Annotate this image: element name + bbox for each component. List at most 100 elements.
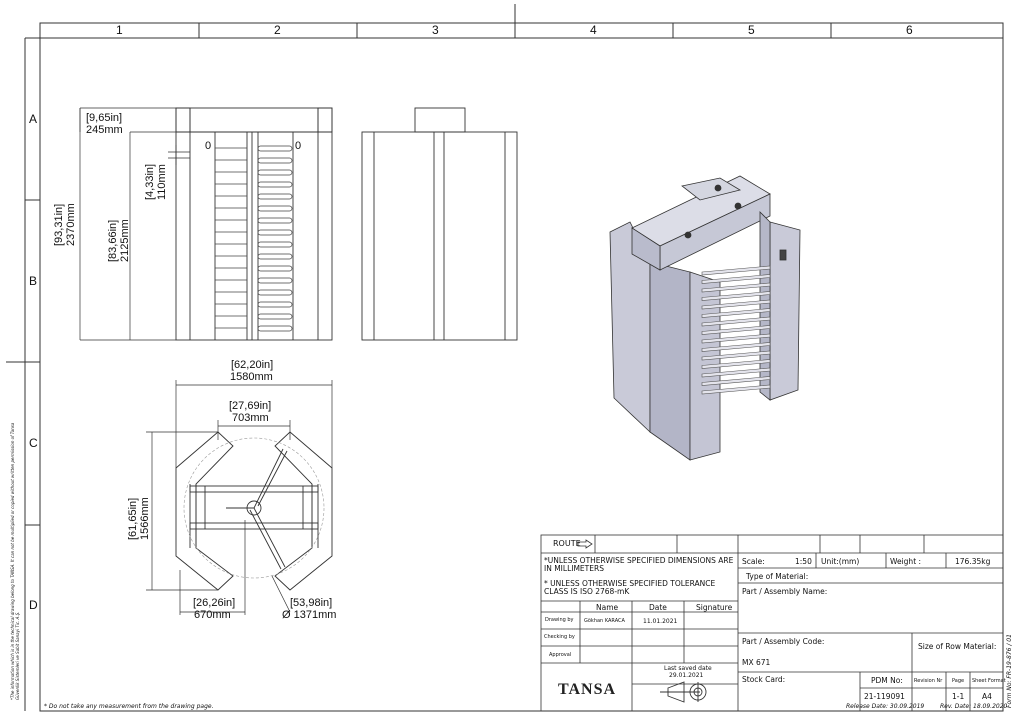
title-block-grid	[540, 534, 1004, 712]
front-arm-bar	[257, 169, 293, 176]
front-arm-bar	[257, 217, 293, 224]
stock-card-label: Stock Card:	[742, 675, 786, 684]
scale-value: 1:50	[795, 557, 812, 566]
front-arm-bar	[257, 181, 293, 188]
rotor-mm: Ø 1371mm	[282, 609, 337, 621]
front-arm-bar	[257, 289, 293, 296]
total-height-in: [93,31in]	[53, 203, 65, 246]
top-view	[175, 431, 333, 591]
pdm-value: 21-119091	[864, 692, 905, 701]
iso-arm-bar	[701, 342, 771, 352]
sheet-format-label: Sheet Format	[972, 678, 1006, 684]
front-arm-bar	[257, 313, 293, 320]
size-of-row-material-label: Size of Row Material:	[918, 642, 997, 651]
front-arm-bar	[257, 241, 293, 248]
zero-marker-left: 0	[205, 140, 212, 152]
body-height-in: [83,66in]	[107, 219, 119, 262]
iso-arm-bar	[701, 367, 771, 378]
page-label: Page	[952, 678, 965, 684]
iso-arm-bar	[701, 265, 771, 276]
column-label-6: 6	[906, 23, 913, 37]
front-arms	[215, 145, 293, 332]
header-name: Name	[596, 603, 619, 612]
copyright-side-note: *The information which is in the technic…	[10, 422, 20, 700]
passage-mm: 703mm	[232, 412, 269, 424]
row-label-d: D	[29, 598, 38, 612]
front-arm-bar	[257, 193, 293, 200]
release-date: Release Date: 30.09.2019	[846, 703, 925, 710]
total-height-mm: 2370mm	[65, 203, 77, 246]
projection-symbol-icon	[660, 681, 707, 703]
header-signature: Signature	[696, 603, 733, 612]
note-tolerance: * UNLESS OTHERWISE SPECIFIED TOLERANCE C…	[544, 579, 716, 596]
last-saved-label: Last saved date	[664, 665, 712, 672]
front-arm-bar	[257, 301, 293, 308]
weight-value: 176.35kg	[955, 557, 991, 566]
iso-arm-bar	[701, 299, 771, 310]
iso-arm-bar	[701, 384, 771, 395]
route-arrow-icon	[577, 539, 593, 549]
footer-note: * Do not take any measurement from the d…	[44, 703, 214, 710]
iso-arm-bar	[701, 376, 771, 386]
scale-label: Scale:	[742, 557, 765, 566]
tansa-logo: TANSA	[558, 681, 617, 698]
wing-mm: 670mm	[194, 609, 231, 621]
overall-width-mm: 1580mm	[230, 371, 273, 383]
drawing-by-label: Drawing by	[545, 617, 574, 623]
front-arm-bar	[257, 325, 293, 332]
weight-label: Weight :	[890, 557, 922, 566]
iso-arm-bar	[701, 282, 771, 293]
iso-arm-bar	[701, 350, 771, 361]
iso-arm-bar	[701, 333, 771, 344]
isometric-arms	[701, 265, 771, 395]
body-height-mm: 2125mm	[119, 219, 131, 262]
iso-arm-bar	[701, 359, 771, 369]
header-date: Date	[649, 603, 667, 612]
side-view	[361, 107, 518, 341]
type-of-material-label: Type of Material:	[746, 572, 809, 581]
iso-arm-bar	[701, 325, 771, 335]
checking-by-label: Checking by	[544, 634, 575, 640]
sheet-border	[39, 22, 1004, 712]
rotor-in: [53,98in]	[290, 597, 333, 609]
depth-mm: 1566mm	[139, 497, 151, 540]
unit-label: Unit:(mm)	[821, 557, 860, 566]
row-label-a: A	[29, 112, 38, 126]
iso-arm-bar	[701, 308, 771, 318]
overall-width-in: [62,20in]	[231, 359, 274, 371]
top-height-mm: 245mm	[86, 124, 123, 136]
rotor-circle	[183, 437, 325, 579]
front-arm-bar	[257, 265, 293, 272]
isometric-view	[609, 175, 801, 461]
iso-arm-bar	[701, 291, 771, 301]
top-height-in: [9,65in]	[86, 112, 123, 124]
column-label-3: 3	[432, 23, 439, 37]
iso-arm-bar	[701, 274, 771, 284]
arm-gap-mm: 110mm	[156, 164, 168, 200]
assembly-name-label: Part / Assembly Name:	[742, 587, 828, 596]
passage-in: [27,69in]	[229, 400, 272, 412]
page-value: 1-1	[952, 692, 965, 701]
depth-in: [61,65in]	[127, 497, 139, 540]
front-view	[175, 107, 333, 341]
approval-label: Approval	[549, 652, 572, 658]
front-arm-bar	[257, 145, 293, 152]
row-label-c: C	[29, 436, 38, 450]
dimension-lines-front	[79, 107, 190, 341]
front-arm-bar	[257, 277, 293, 284]
assembly-code-label: Part / Assembly Code:	[742, 637, 825, 646]
front-arm-bar	[257, 253, 293, 260]
arm-gap-in: [4,33in]	[144, 163, 156, 200]
drawing-by-date: 11.01.2021	[643, 618, 678, 625]
front-arm-bar	[257, 229, 293, 236]
route-label: ROUTE	[553, 539, 581, 548]
iso-arm-bar	[701, 316, 771, 327]
sheet-format-value: A4	[982, 692, 992, 701]
dimension-lines-top	[146, 380, 333, 615]
rev-date: Rev. Date: 18.09.2020	[940, 703, 1008, 710]
column-label-5: 5	[748, 23, 755, 37]
column-label-1: 1	[116, 23, 123, 37]
last-saved-date: 29.01.2021	[669, 672, 704, 679]
column-label-2: 2	[274, 23, 281, 37]
